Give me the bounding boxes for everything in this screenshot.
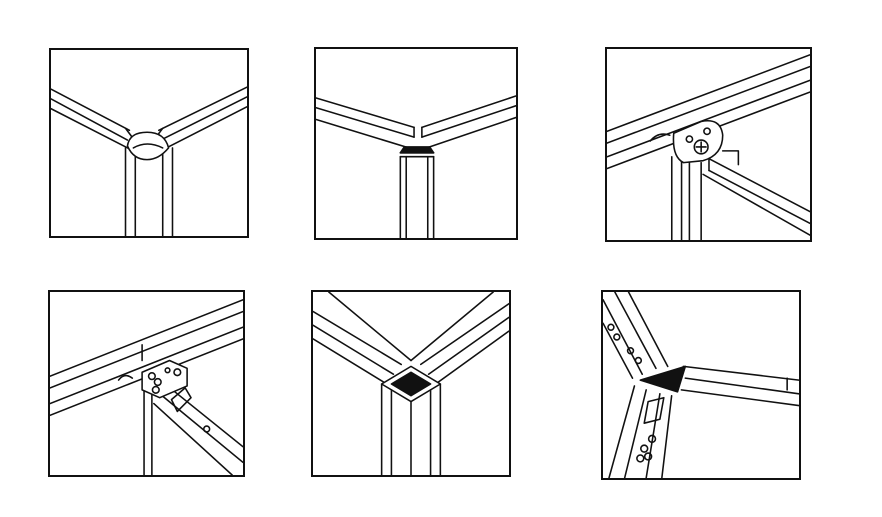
triangle-cap-corner-joint-drawing (603, 292, 799, 478)
square-post-corner-joint-drawing (313, 292, 509, 475)
rounded-cap-corner-joint-drawing (51, 86, 247, 236)
bracket-plate-corner-joint-drawing (50, 299, 243, 475)
flat-cap-corner-joint-drawing (316, 95, 516, 238)
rounded-cap-corner-joint-panel (49, 48, 249, 238)
screw-plate-corner-joint-panel (605, 47, 812, 242)
triangle-cap-corner-joint-panel (601, 290, 801, 480)
screw-plate-corner-joint-drawing (607, 54, 810, 240)
flat-cap-corner-joint-panel (314, 47, 518, 240)
bracket-plate-corner-joint-panel (48, 290, 245, 477)
square-post-corner-joint-panel (311, 290, 511, 477)
